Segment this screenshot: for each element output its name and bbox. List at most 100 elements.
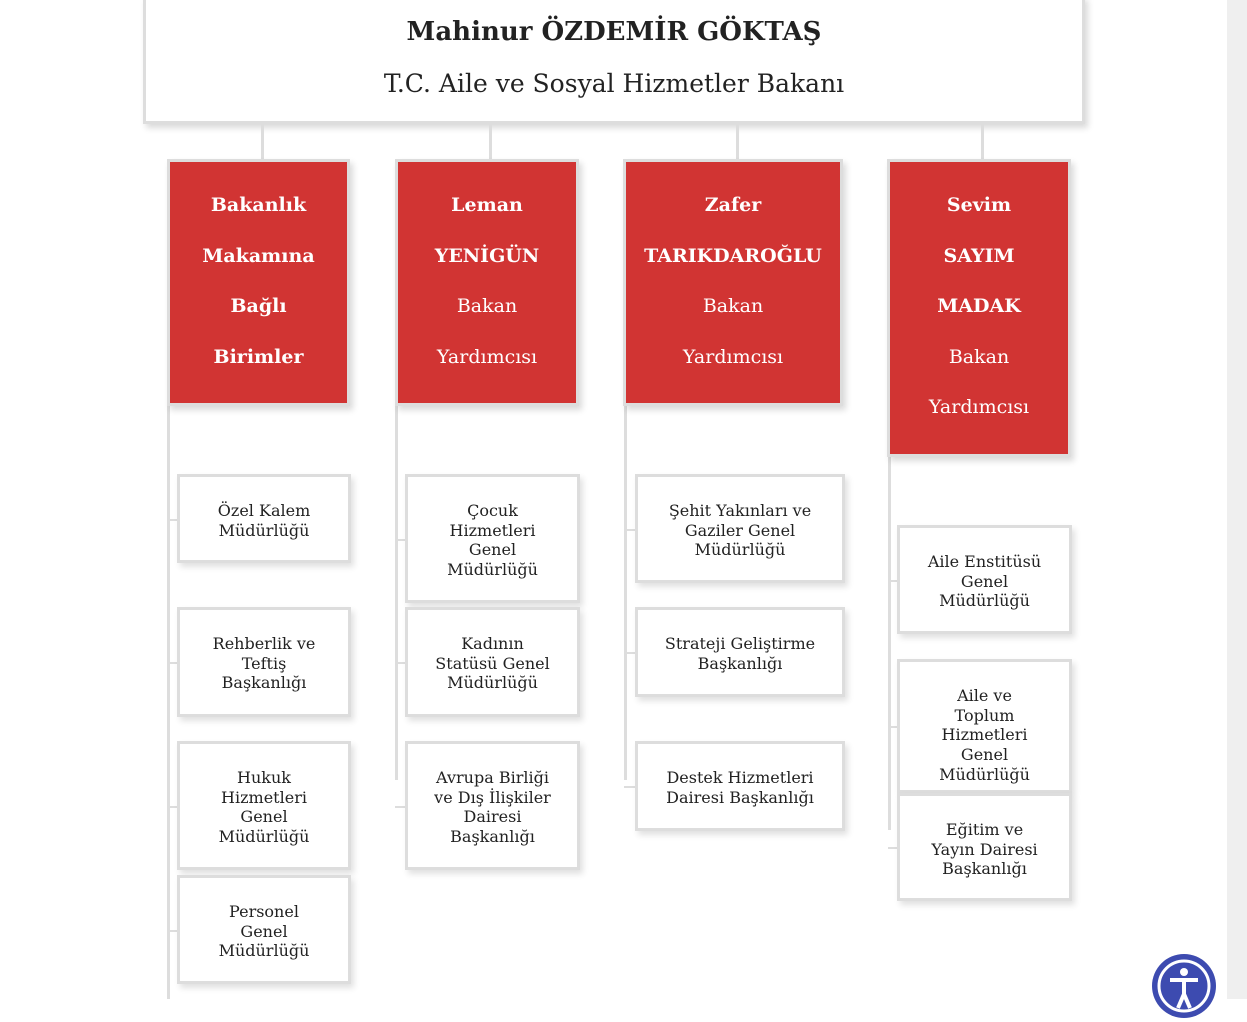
unit-name-line: Hizmetleri [449, 520, 536, 540]
branch-line [888, 847, 897, 849]
column-spine-line [624, 406, 627, 780]
branch-line [624, 786, 635, 788]
unit-name-line: Hukuk [237, 768, 291, 787]
unit-name-line: Müdürlüğü [939, 591, 1030, 611]
unit-name-line: Özel Kalem [217, 501, 311, 520]
branch-line [395, 662, 405, 664]
branch-line [888, 579, 897, 582]
unit-name-line: Müdürlüğü [218, 941, 310, 961]
unit-name-line: ve Dış İlişkiler [434, 787, 551, 807]
connector-line [981, 121, 984, 159]
unit-name-line: Destek Hizmetleri [666, 768, 814, 787]
deputy-box-line: Birimler [213, 345, 304, 368]
unit-name-line: Hizmetleri [941, 725, 1028, 745]
deputy-box-line: Bakan [456, 295, 518, 317]
page-scroll-gutter [1227, 0, 1247, 999]
unit-name-line: Müdürlüğü [939, 764, 1030, 784]
deputy-box-line: TARIKDAROĞLU [644, 244, 822, 267]
column-spine-line [888, 457, 891, 830]
unit-name-line: Eğitim ve [945, 820, 1024, 839]
unit-name-line: Rehberlik ve [212, 634, 316, 653]
deputy-box-line: Bakan [702, 295, 764, 317]
branch-line [167, 662, 177, 664]
unit-name-line: Müdürlüğü [218, 520, 310, 540]
unit-name-line: Aile Enstitüsü [927, 552, 1042, 571]
deputy-box-line: Sevim [946, 194, 1012, 216]
unit-name-line: Genel [240, 921, 288, 941]
unit-name-line: Statüsü Genel [435, 653, 550, 673]
unit-name-line: Teftiş [241, 653, 287, 673]
unit-name-line: Hizmetleri [221, 787, 307, 807]
branch-line [167, 518, 177, 521]
unit-name-line: Dairesi [463, 807, 522, 827]
unit-name-line: Başkanlığı [450, 827, 535, 847]
unit-name-line: Şehit Yakınları ve [668, 501, 812, 520]
branch-line [395, 538, 405, 541]
deputy-box-line: Zafer [704, 194, 762, 216]
deputy-box-line: Bağlı [230, 295, 287, 317]
unit-name-line: Başkanlığı [221, 673, 307, 693]
branch-line [624, 528, 635, 531]
accessibility-button[interactable] [1152, 954, 1216, 1018]
unit-name-line: Yayın Dairesi [931, 839, 1038, 859]
unit-name-line: Başkanlığı [942, 859, 1027, 879]
branch-line [888, 726, 897, 728]
minister-title: T.C. Aile ve Sosyal Hizmetler Bakanı [383, 69, 845, 98]
unit-name-line: Müdürlüğü [218, 827, 310, 847]
unit-name-line: Müdürlüğü [447, 673, 538, 693]
unit-name-line: Kadının [461, 634, 524, 653]
unit-name-line: Genel [468, 540, 517, 560]
connector-line [489, 121, 492, 159]
column-spine-line [395, 406, 398, 780]
column-spine-line [167, 406, 170, 999]
unit-name-line: Müdürlüğü [694, 540, 786, 560]
unit-name-line: Genel [960, 745, 1009, 765]
branch-line [167, 805, 177, 808]
branch-line [167, 929, 177, 932]
minister-name: Mahinur ÖZDEMİR GÖKTAŞ [406, 17, 822, 47]
deputy-box-line: Leman [451, 194, 523, 216]
unit-name-line: Müdürlüğü [447, 560, 538, 580]
deputy-box-line: Makamına [202, 244, 315, 267]
branch-line [624, 652, 635, 654]
unit-name-line: Gaziler Genel [684, 520, 796, 540]
deputy-box-line: YENİGÜN [434, 244, 540, 267]
deputy-box-line: Bakan [948, 345, 1010, 368]
deputy-box-line: Bakanlık [210, 194, 307, 216]
branch-line [395, 805, 405, 808]
unit-name-line: Strateji Geliştirme [664, 634, 816, 653]
deputy-box-line: Yardımcısı [682, 345, 784, 368]
unit-name-line: Personel [229, 902, 299, 921]
unit-name-line: Dairesi Başkanlığı [666, 787, 814, 807]
deputy-box-line: SAYIM [943, 244, 1015, 267]
accessibility-icon [1157, 959, 1211, 1013]
unit-name-line: Toplum [954, 705, 1015, 725]
unit-name-line: Genel [960, 571, 1009, 591]
deputy-box-line: Yardımcısı [928, 396, 1030, 418]
unit-name-line: Avrupa Birliği [436, 768, 549, 787]
unit-name-line: Başkanlığı [697, 653, 783, 673]
unit-name-line: Genel [240, 807, 288, 827]
deputy-box-line: Yardımcısı [436, 345, 538, 368]
unit-name-line: Aile ve [957, 686, 1012, 705]
connector-line [736, 121, 739, 159]
minister-box: Mahinur ÖZDEMİR GÖKTAŞ T.C. Aile ve Sosy… [143, 0, 1085, 124]
deputy-box-line: MADAK [937, 295, 1021, 317]
